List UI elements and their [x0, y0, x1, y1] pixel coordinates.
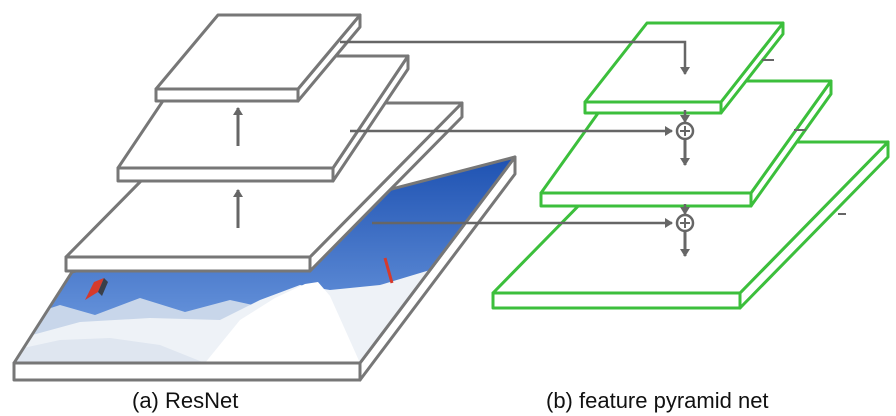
circle-plus-icon	[675, 213, 695, 233]
resnet-stage-small	[154, 13, 362, 103]
lateral-connection-top	[340, 40, 690, 75]
caption-resnet: (a) ResNet	[132, 388, 239, 413]
circle-plus-icon	[675, 121, 695, 141]
caption-fpn: (b) feature pyramid net	[546, 388, 769, 413]
